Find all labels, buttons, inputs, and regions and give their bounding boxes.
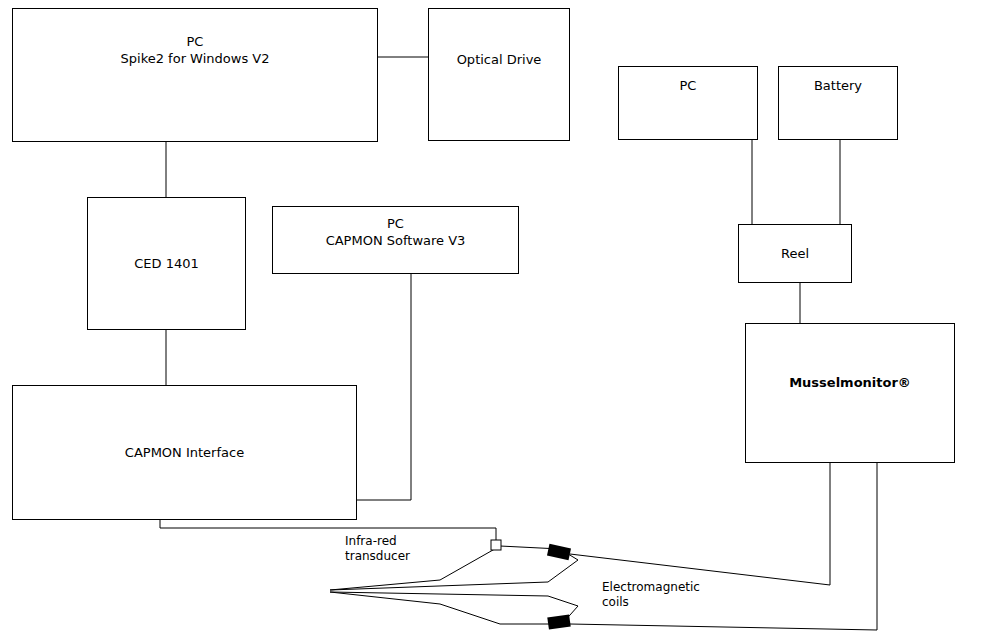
monitor-box: Musselmonitor® (745, 323, 955, 463)
interface-box: CED 1401 (87, 197, 246, 330)
node-text: CED 1401 (134, 255, 199, 272)
node-text: CAPMON Software V3 (326, 232, 466, 249)
interface-box: CAPMON Interface (12, 385, 357, 520)
battery-box: Battery (778, 66, 898, 140)
node-text: PC (387, 215, 404, 232)
connector-line (357, 274, 411, 500)
part-label: Electromagnetic coils (602, 580, 714, 610)
connector-line (166, 142, 167, 197)
part-label: Infra-red transducer (345, 534, 441, 564)
computer-box: PCCAPMON Software V3 (272, 206, 519, 274)
computer-box: PC (618, 66, 758, 140)
node-text: Battery (814, 77, 862, 94)
connector-line (166, 330, 167, 385)
node-text: PC (187, 33, 204, 50)
connector-line (752, 140, 753, 224)
node-text: Musselmonitor® (789, 374, 911, 391)
reel-box: Reel (738, 224, 852, 283)
coil-symbol (547, 615, 570, 630)
node-text: PC (680, 77, 697, 94)
connector-line (800, 283, 801, 323)
node-text: Optical Drive (457, 51, 542, 68)
lower-valve (330, 592, 578, 624)
connector-line (378, 57, 428, 58)
computer-box: PCSpike2 for Windows V2 (12, 8, 378, 142)
node-text: CAPMON Interface (125, 444, 244, 461)
drive-box: Optical Drive (428, 8, 570, 141)
coil-wire (570, 463, 877, 630)
node-text: Spike2 for Windows V2 (121, 50, 270, 67)
coil-wire (570, 463, 830, 585)
transducer-symbol (491, 540, 501, 550)
transducer-wire (160, 520, 496, 540)
node-text: Reel (781, 245, 809, 262)
connector-line (840, 140, 841, 224)
coil-symbol (547, 544, 571, 560)
